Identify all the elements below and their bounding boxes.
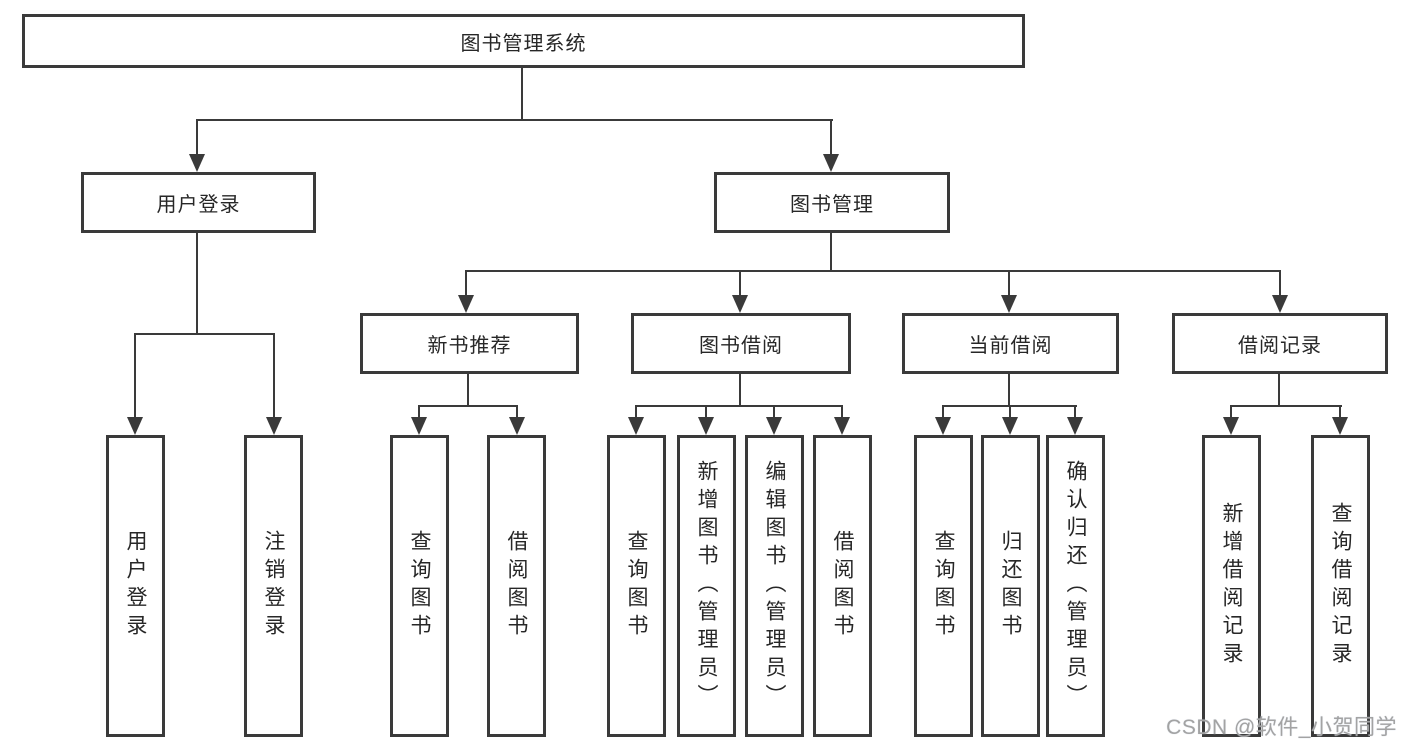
arrow-shaft (942, 405, 944, 421)
rail-user-login-leaves (134, 333, 275, 335)
arrow-shaft (465, 270, 467, 299)
stem-book-management (830, 232, 832, 272)
arrowhead-down-icon (1223, 417, 1239, 435)
arrowhead-down-icon (127, 417, 143, 435)
arrowhead-down-icon (1332, 417, 1348, 435)
arrow-shaft (739, 270, 741, 299)
leaf-query-books-3: 查询图书 (914, 435, 973, 737)
leaf-label: 新增借阅记录 (1220, 502, 1243, 670)
arrowhead-down-icon (698, 417, 714, 435)
arrowhead-down-icon (411, 417, 427, 435)
leaf-user-login: 用户登录 (106, 435, 165, 737)
arrowhead-down-icon (834, 417, 850, 435)
node-label: 新书推荐 (427, 335, 512, 357)
arrowhead-down-icon (1001, 295, 1017, 313)
leaf-label: 确认归还（管理员） (1064, 460, 1087, 712)
stem-root (521, 67, 523, 121)
node-borrow-records: 借阅记录 (1172, 313, 1388, 374)
node-root-library-system: 图书管理系统 (22, 14, 1025, 68)
arrow-shaft (1279, 270, 1281, 299)
node-label: 当前借阅 (968, 335, 1053, 357)
arrow-shaft (635, 405, 637, 421)
leaf-label: 用户登录 (124, 530, 147, 642)
leaf-query-books-2: 查询图书 (607, 435, 666, 737)
rail-level2 (196, 119, 833, 121)
stem-current-borrow (1008, 373, 1010, 407)
node-current-borrow: 当前借阅 (902, 313, 1119, 374)
node-label: 图书管理系统 (460, 32, 587, 55)
arrowhead-down-icon (628, 417, 644, 435)
leaf-return-books: 归还图书 (981, 435, 1040, 737)
arrowhead-down-icon (823, 154, 839, 172)
node-label: 图书借阅 (699, 335, 783, 357)
node-book-management: 图书管理 (714, 172, 950, 233)
leaf-edit-book-admin: 编辑图书（管理员） (745, 435, 804, 737)
arrow-shaft (1009, 405, 1011, 421)
node-label: 图书管理 (790, 194, 874, 216)
leaf-borrow-books-2: 借阅图书 (813, 435, 872, 737)
arrowhead-down-icon (189, 154, 205, 172)
arrow-shaft (1339, 405, 1341, 421)
stem-user-login (196, 232, 198, 335)
arrow-shaft (273, 333, 275, 421)
leaf-query-books-1: 查询图书 (390, 435, 449, 737)
rail-new-book-leaves (418, 405, 518, 407)
arrowhead-down-icon (766, 417, 782, 435)
arrowhead-down-icon (732, 295, 748, 313)
leaf-logout: 注销登录 (244, 435, 303, 737)
leaf-label: 编辑图书（管理员） (763, 460, 786, 712)
node-label: 借阅记录 (1238, 335, 1322, 357)
node-user-login: 用户登录 (81, 172, 316, 233)
arrowhead-down-icon (935, 417, 951, 435)
node-new-book-recommend: 新书推荐 (360, 313, 579, 374)
arrow-shaft (418, 405, 420, 421)
leaf-label: 查询借阅记录 (1329, 502, 1352, 670)
leaf-label: 查询图书 (932, 530, 955, 642)
arrowhead-down-icon (509, 417, 525, 435)
arrowhead-down-icon (458, 295, 474, 313)
arrow-shaft (196, 119, 198, 158)
arrow-shaft (516, 405, 518, 421)
node-book-borrow: 图书借阅 (631, 313, 851, 374)
rail-borrow-record-leaves (1230, 405, 1342, 407)
leaf-label: 注销登录 (262, 530, 285, 642)
leaf-label: 查询图书 (408, 530, 431, 642)
leaf-add-book-admin: 新增图书（管理员） (677, 435, 736, 737)
stem-borrow-records (1278, 373, 1280, 407)
leaf-add-borrow-record: 新增借阅记录 (1202, 435, 1261, 737)
node-label: 用户登录 (156, 194, 241, 216)
leaf-label: 归还图书 (999, 530, 1022, 642)
leaf-borrow-books-1: 借阅图书 (487, 435, 546, 737)
arrow-shaft (134, 333, 136, 421)
leaf-label: 新增图书（管理员） (695, 460, 718, 712)
stem-new-book (467, 373, 469, 407)
arrowhead-down-icon (266, 417, 282, 435)
arrow-shaft (1074, 405, 1076, 421)
arrowhead-down-icon (1067, 417, 1083, 435)
leaf-label: 查询图书 (625, 530, 648, 642)
arrow-shaft (830, 119, 832, 158)
arrowhead-down-icon (1002, 417, 1018, 435)
rail-level3 (465, 270, 1281, 272)
arrow-shaft (705, 405, 707, 421)
arrow-shaft (1230, 405, 1232, 421)
arrow-shaft (841, 405, 843, 421)
arrow-shaft (1008, 270, 1010, 299)
arrowhead-down-icon (1272, 295, 1288, 313)
leaf-label: 借阅图书 (505, 530, 528, 642)
csdn-watermark: CSDN @软件_小贺同学 (1166, 716, 1397, 739)
leaf-query-borrow-record: 查询借阅记录 (1311, 435, 1370, 737)
rail-book-borrow-leaves (635, 405, 843, 407)
stem-book-borrow (739, 373, 741, 407)
arrow-shaft (773, 405, 775, 421)
leaf-label: 借阅图书 (831, 530, 854, 642)
leaf-confirm-return-admin: 确认归还（管理员） (1046, 435, 1105, 737)
